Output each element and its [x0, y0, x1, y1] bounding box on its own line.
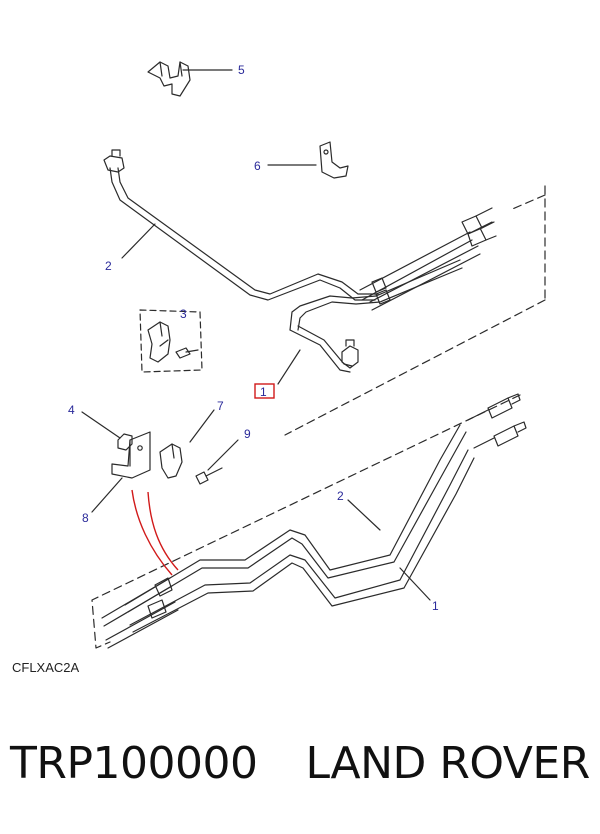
callout-6: 6: [254, 159, 261, 173]
part-number: TRP100000: [10, 738, 258, 789]
callout-4: 4: [68, 403, 75, 417]
footer-caption: TRP100000 LAND ROVER: [10, 738, 595, 789]
brand-name: LAND ROVER: [305, 738, 590, 789]
leader-1-bottom: [399, 567, 431, 601]
callout-1-bottom: 1: [432, 599, 439, 613]
callout-9: 9: [244, 427, 251, 441]
leader-2-top: [121, 223, 156, 259]
upper-pipe-2: [103, 149, 379, 301]
dash-box-3: [139, 309, 203, 373]
parts-diagram: 1 2 3 4 5 6 7 8 9 2 1: [68, 61, 546, 649]
screw-part-9: [195, 467, 223, 485]
bracket-part-8: [111, 431, 151, 479]
callout-1-highlight-box: [254, 383, 275, 399]
drawing-code: CFLXAC2A: [12, 660, 80, 675]
lower-pipe-2: [124, 424, 467, 613]
dash-frame-lower: [91, 394, 521, 649]
leader-2-bottom: [347, 499, 381, 531]
callout-2-bottom: 2: [337, 489, 344, 503]
callout-5: 5: [238, 63, 245, 77]
lower-pipe-1: [129, 449, 475, 633]
callout-8: 8: [82, 511, 89, 525]
callout-3: 3: [180, 307, 187, 321]
leader-7: [189, 409, 215, 443]
leader-9: [207, 439, 239, 471]
screw-part-3: [175, 347, 199, 359]
upper-pipe-1: [289, 259, 463, 373]
clip-part-6: [319, 141, 349, 179]
nut-part-4: [117, 433, 133, 451]
leader-8: [91, 477, 123, 513]
lower-fittings-right: [467, 393, 527, 449]
callout-2-top: 2: [105, 259, 112, 273]
callout-7: 7: [217, 399, 224, 413]
upper-hose-bundle: [359, 207, 497, 311]
clamp-part-5: [147, 61, 191, 97]
red-indicator-lines: [131, 489, 179, 576]
clip-part-3: [147, 321, 171, 363]
leader-1-top: [277, 349, 301, 385]
dash-frame-upper: [284, 185, 546, 436]
lower-hoses-left: [101, 577, 179, 649]
leader-4: [81, 411, 121, 439]
clip-part-7: [159, 443, 183, 479]
callout-1-top: 1: [260, 385, 267, 399]
